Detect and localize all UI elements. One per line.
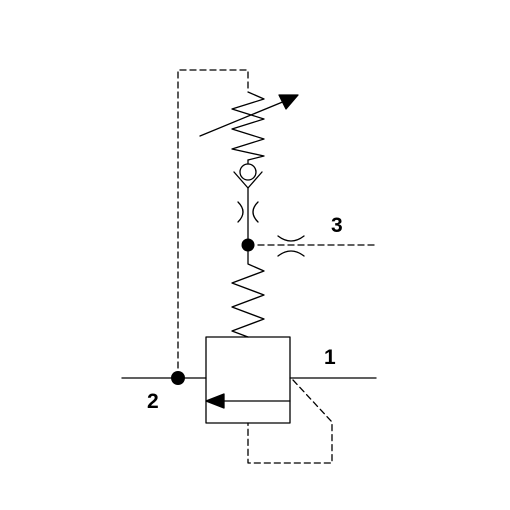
spring-adjust-arrow-shaft [199,100,286,137]
main-spring-lower [231,244,265,338]
junction-dot-upper [241,238,255,252]
vertical-orifice-right [252,201,259,223]
vertical-orifice-left [237,201,244,223]
valve-flow-arrow-head [205,393,225,409]
spring-adjust-arrow-head [278,94,299,110]
horizontal-orifice-top [277,235,305,242]
check-valve-ball [239,163,257,181]
horizontal-orifice-bottom [277,250,305,257]
pilot-line-port-1 [247,379,333,464]
junction-dot-port-2 [171,371,185,385]
port-label-2: 2 [147,390,159,413]
port-label-3: 3 [331,214,343,237]
adjustable-spring-upper [231,91,265,161]
pilot-line-port-2 [177,69,249,379]
port-label-1: 1 [324,346,336,369]
valve-body [205,336,291,424]
